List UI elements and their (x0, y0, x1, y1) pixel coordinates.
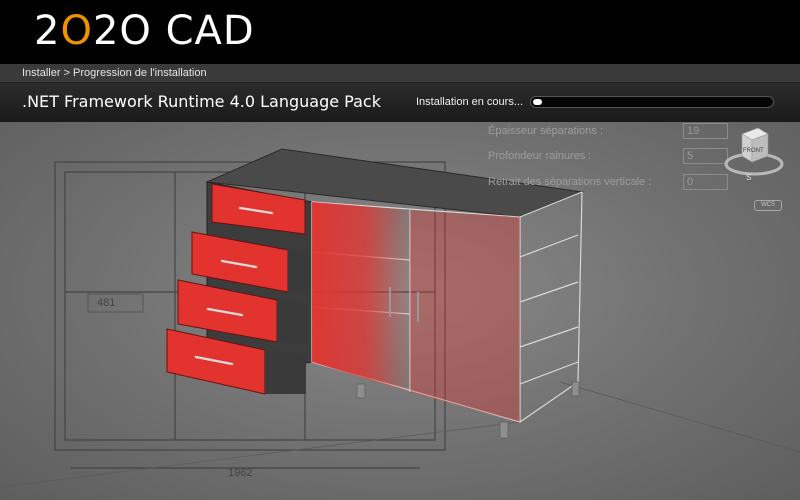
property-label: Retrait des séparations verticale : (488, 176, 652, 188)
cad-viewport[interactable]: Épaisseur séparations : 19 Profondeur ra… (0, 122, 800, 500)
door-handles (389, 287, 419, 322)
view-cube[interactable]: FRONT S (724, 122, 788, 188)
wcs-button[interactable]: WCS (754, 200, 782, 211)
cabinet-door-left (312, 202, 410, 392)
view-cube-face-label: FRONT (743, 148, 764, 154)
install-status-text: Installation en cours... (416, 96, 524, 108)
property-label: Épaisseur séparations : (488, 125, 603, 137)
install-progress-bar (530, 96, 774, 108)
property-field[interactable]: 5 (683, 148, 728, 164)
dimension-label-left: 481 (97, 297, 116, 309)
app-logo: 2O2O CAD (34, 8, 255, 54)
drawers (166, 183, 310, 395)
install-status-bar: .NET Framework Runtime 4.0 Language Pack… (0, 83, 800, 123)
property-field[interactable]: 19 (683, 123, 728, 139)
property-field[interactable]: 0 (683, 174, 728, 190)
install-progress-fill (533, 99, 542, 105)
cabinet-legs (356, 381, 580, 439)
breadcrumb-bar: Installer > Progression de l'installatio… (0, 64, 800, 83)
dimension-box (87, 293, 144, 313)
app-header: 2O2O CAD (0, 0, 800, 64)
property-label: Profondeur rainures : (488, 150, 592, 162)
compass-label: S (746, 173, 751, 182)
dimension-label-bottom: 1962 (228, 467, 253, 479)
breadcrumb: Installer > Progression de l'installatio… (22, 67, 207, 79)
floor-grid (0, 381, 800, 488)
cabinet-model (0, 148, 800, 488)
cabinet-door-right (410, 210, 520, 422)
package-title: .NET Framework Runtime 4.0 Language Pack (22, 92, 381, 111)
